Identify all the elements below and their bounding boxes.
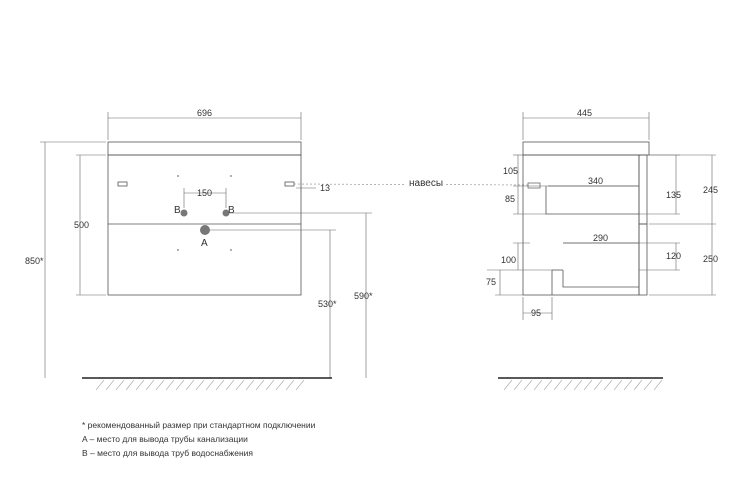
- dim-120: 120: [666, 251, 681, 261]
- hinges-label: навесы: [409, 178, 443, 189]
- side-view: [522, 141, 650, 296]
- side-floor-hatch: [503, 379, 663, 391]
- dim-250: 250: [703, 254, 718, 264]
- dim-pipe-a-height: 530*: [318, 299, 337, 309]
- dim-85: 85: [505, 194, 515, 204]
- side-bottom-front: [638, 223, 648, 296]
- top-drawer-box: [545, 186, 639, 215]
- side-hinge: [527, 182, 541, 189]
- dim-pipe-spacing: 150: [197, 188, 212, 198]
- label-a: A: [201, 238, 208, 249]
- footnote-water: B – место для вывода труб водоснабжения: [82, 448, 253, 458]
- dim-bottom-drawer-depth: 290: [593, 233, 608, 243]
- side-countertop: [522, 141, 650, 156]
- dim-75: 75: [486, 277, 496, 287]
- dim-top-drawer-depth: 340: [588, 176, 603, 186]
- dim-135: 135: [666, 190, 681, 200]
- dim-245: 245: [703, 185, 718, 195]
- dim-hinge-offset: 13: [320, 183, 330, 193]
- water-pipe-b-right: [222, 209, 230, 217]
- side-top-front: [638, 154, 648, 225]
- hinges-label-bg: [404, 176, 446, 189]
- label-b-left: B: [174, 205, 181, 216]
- side-cabinet-body: [522, 154, 640, 296]
- front-view-marks: [177, 175, 232, 251]
- dim-depth: 445: [577, 108, 592, 118]
- front-dimension-lines: [40, 112, 372, 378]
- side-dimension-lines: [487, 112, 716, 320]
- label-b-right: B: [228, 205, 235, 216]
- footnote-drain: A – место для вывода трубы канализации: [82, 434, 248, 444]
- mounting-dot: [177, 175, 179, 177]
- front-floor-hatch: [95, 379, 305, 391]
- dim-pipe-b-height: 590*: [354, 291, 373, 301]
- mounting-dot: [230, 249, 232, 251]
- dim-cabinet-height: 500: [74, 220, 89, 230]
- dim-95: 95: [531, 308, 541, 318]
- hinge-right: [284, 181, 295, 187]
- dim-100: 100: [501, 255, 516, 265]
- water-pipe-b-left: [180, 209, 188, 217]
- dim-105: 105: [503, 166, 518, 176]
- mounting-dot: [230, 175, 232, 177]
- front-view: [107, 141, 302, 296]
- drain-pipe-a: [200, 225, 210, 235]
- dim-width: 696: [197, 108, 212, 118]
- front-countertop: [107, 141, 302, 156]
- bottom-drawer-box: [562, 270, 639, 288]
- dim-total-height: 850*: [25, 256, 44, 266]
- hinge-left: [117, 181, 128, 187]
- front-cabinet-body: [107, 154, 302, 296]
- mounting-dot: [177, 249, 179, 251]
- footnote-recommended: * рекомендованный размер при стандартном…: [82, 420, 316, 430]
- footnotes: * рекомендованный размер при стандартном…: [82, 418, 315, 460]
